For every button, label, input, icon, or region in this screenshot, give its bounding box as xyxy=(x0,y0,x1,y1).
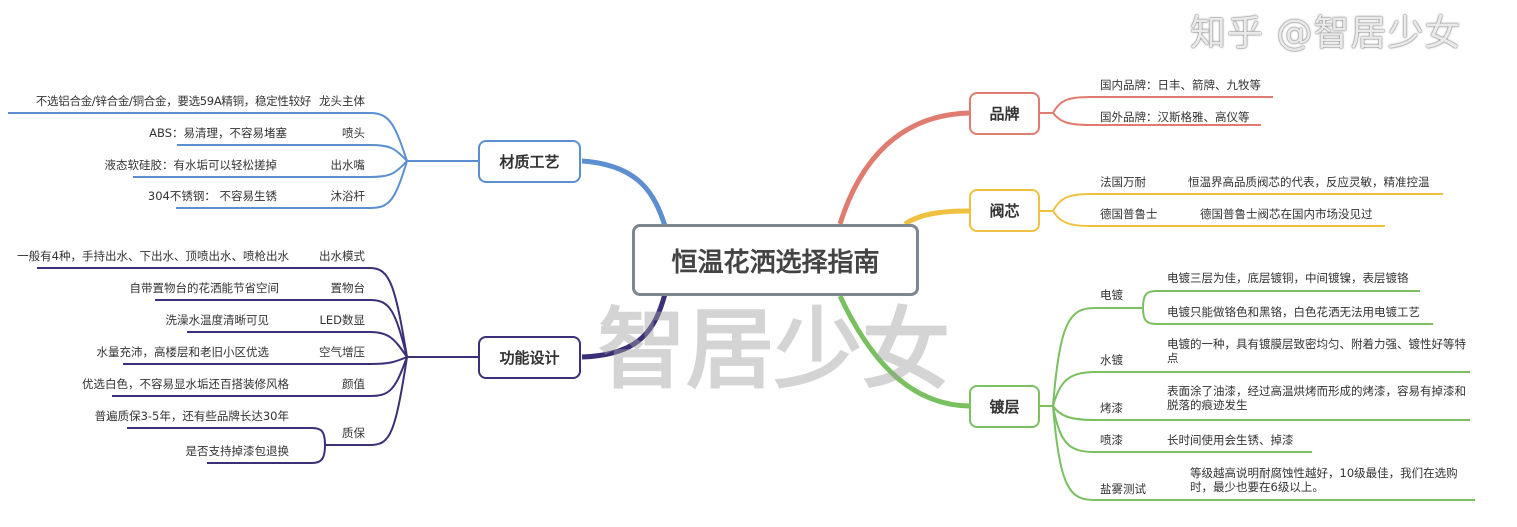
material-item-name[interactable]: 喷头 xyxy=(342,126,365,140)
material-item-detail[interactable]: 不选铝合金/锌合金/铜合金，要选59A精铜，稳定性较好 xyxy=(35,94,311,108)
coating-item-name[interactable]: 电镀 xyxy=(1100,288,1123,302)
function-item-name[interactable]: 出水模式 xyxy=(319,249,365,263)
coating-item-name[interactable]: 烤漆 xyxy=(1100,401,1123,415)
coating-item-name[interactable]: 喷漆 xyxy=(1100,433,1123,447)
function-item-name[interactable]: 空气增压 xyxy=(319,345,365,359)
brand-item[interactable]: 国外品牌：汉斯格雅、高仪等 xyxy=(1100,110,1250,124)
coating-item-name[interactable]: 盐雾测试 xyxy=(1100,482,1146,496)
function-item-detail[interactable]: 优选白色，不容易显水垢还百搭装修风格 xyxy=(82,377,289,391)
material-item-name[interactable]: 龙头主体 xyxy=(319,94,365,108)
coating-item-detail[interactable]: 电镀三层为佳，底层镀铜，中间镀镍，表层镀铬 xyxy=(1167,271,1409,285)
coating-item-detail[interactable]: 长时间使用会生锈、掉漆 xyxy=(1167,433,1294,447)
topic-valve[interactable]: 阀芯 xyxy=(969,189,1040,232)
function-item-detail[interactable]: 一般有4种，手持出水、下出水、顶喷出水、喷枪出水 xyxy=(17,249,289,263)
function-item-detail[interactable]: 是否支持掉漆包退换 xyxy=(185,444,290,458)
function-item-name[interactable]: 置物台 xyxy=(330,281,366,295)
topic-material[interactable]: 材质工艺 xyxy=(478,140,581,183)
function-item-detail[interactable]: 洗澡水温度清晰可见 xyxy=(165,313,270,327)
valve-item-detail[interactable]: 德国普鲁士阀芯在国内市场没见过 xyxy=(1200,207,1373,221)
topic-function[interactable]: 功能设计 xyxy=(478,336,581,379)
valve-item-detail[interactable]: 恒温界高品质阀芯的代表，反应灵敏，精准控温 xyxy=(1188,175,1430,189)
coating-item-detail[interactable]: 表面涂了油漆，经过高温烘烤而形成的烤漆，容易有掉漆和脱落的痕迹发生 xyxy=(1167,384,1466,412)
topic-brand[interactable]: 品牌 xyxy=(969,92,1040,135)
function-item-detail[interactable]: 水量充沛，高楼层和老旧小区优选 xyxy=(96,345,270,359)
function-item-name[interactable]: 颜值 xyxy=(342,377,365,391)
coating-item-detail[interactable]: 电镀的一种，具有镀膜层致密均匀、附着力强、镀性好等特点 xyxy=(1167,337,1466,365)
function-item-detail[interactable]: 自带置物台的花洒能节省空间 xyxy=(129,281,280,295)
material-item-name[interactable]: 沐浴杆 xyxy=(330,189,366,203)
material-item-name[interactable]: 出水嘴 xyxy=(330,158,366,172)
material-item-detail[interactable]: 液态软硅胶：有水垢可以轻松搓掉 xyxy=(104,158,278,172)
coating-item-name[interactable]: 水镀 xyxy=(1100,353,1123,367)
function-item-name[interactable]: 质保 xyxy=(342,426,365,440)
function-item-name[interactable]: LED数显 xyxy=(319,313,365,327)
topic-coating[interactable]: 镀层 xyxy=(969,385,1040,428)
coating-item-detail[interactable]: 等级越高说明耐腐蚀性越好，10级最佳，我们在选购时，最少也要在6级以上。 xyxy=(1190,466,1458,494)
coating-item-detail[interactable]: 电镀只能做铬色和黑铬，白色花洒无法用电镀工艺 xyxy=(1167,305,1420,319)
material-item-detail[interactable]: ABS：易清理，不容易堵塞 xyxy=(149,126,287,140)
valve-item-name[interactable]: 法国万耐 xyxy=(1100,175,1146,189)
valve-item-name[interactable]: 德国普鲁士 xyxy=(1100,207,1158,221)
function-item-detail[interactable]: 普遍质保3-5年，还有些品牌长达30年 xyxy=(94,409,289,423)
central-topic[interactable]: 恒温花洒选择指南 xyxy=(632,224,919,296)
brand-item[interactable]: 国内品牌：日丰、箭牌、九牧等 xyxy=(1100,78,1261,92)
material-item-detail[interactable]: 304不锈钢： 不容易生锈 xyxy=(147,189,277,203)
